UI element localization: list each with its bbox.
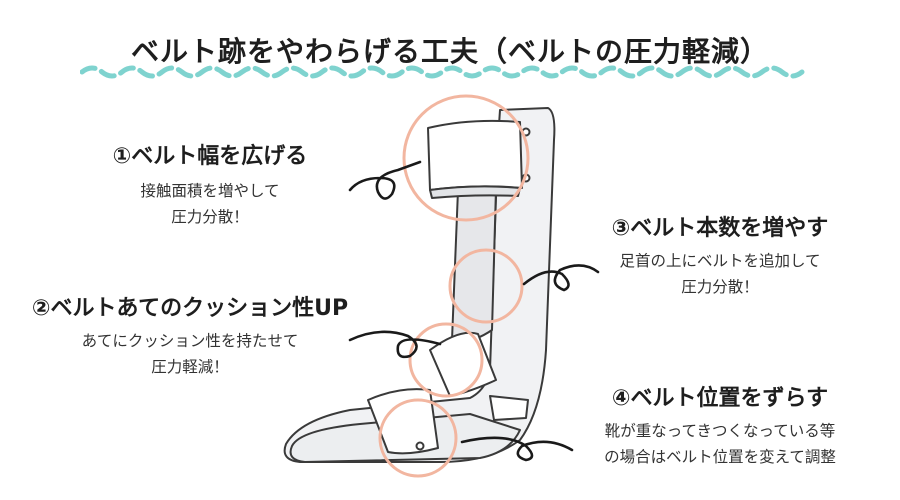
tip-4-line-1: 靴が重なってきつくなっている等 [604,422,836,440]
foot-strap [367,388,439,455]
arrow-3 [522,264,600,292]
arrow-4 [460,436,574,462]
tip-2-heading: ②ベルトあてのクッション性UP [31,296,349,321]
tip-2: ②ベルトあてのクッション性UP あてにクッション性を持たせて 圧力軽減！ [10,290,370,380]
page-title: ベルト跡をやわらげる工夫（ベルトの圧力軽減） [130,35,769,68]
top-strap [427,119,523,191]
tip-1-line-2: 圧力分散！ [171,208,249,226]
arrow-1 [348,160,422,200]
tip-3-line-2: 圧力分散！ [681,278,759,296]
tip-4: ④ベルト位置をずらす 靴が重なってきつくなっている等 の場合はベルト位置を変えて… [565,380,875,470]
tip-3-line-1: 足首の上にベルトを追加して [619,252,821,270]
wavy-underline [80,65,805,79]
tip-2-line-2: 圧力軽減！ [151,358,229,376]
highlight-circle-2 [408,322,484,398]
tip-1-line-1: 接触面積を増やして [140,182,280,200]
highlight-circle-1 [402,94,530,222]
tip-1-heading: ①ベルト幅を広げる [112,144,308,169]
tip-2-line-1: あてにクッション性を持たせて [81,332,299,350]
arrow-2 [348,330,442,359]
highlight-circle-4 [378,398,458,478]
highlight-circle-3 [448,248,524,324]
tip-1: ①ベルト幅を広げる 接触面積を増やして 圧力分散！ [90,138,330,230]
tip-4-heading: ④ベルト位置をずらす [611,386,829,411]
tip-4-line-2: の場合はベルト位置を変えて調整 [604,448,836,466]
tip-3-heading: ③ベルト本数を増やす [611,216,829,241]
toe-strap [489,395,529,421]
tip-3: ③ベルト本数を増やす 足首の上にベルトを追加して 圧力分散！ [590,210,850,300]
